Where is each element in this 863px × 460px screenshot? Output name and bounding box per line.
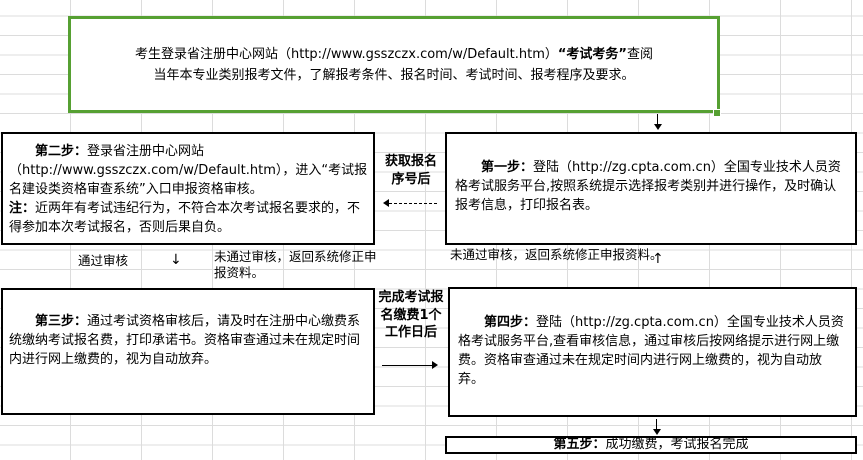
pass-down-arrow-icon: ↓ <box>170 252 182 268</box>
dashed-arrow-left-icon <box>383 199 437 207</box>
fail-review-right-label: 未通过审核，返回系统修正申报资料。 <box>450 247 663 262</box>
intro-line1: 考生登录省注册中心网站（http://www.gsszczx.com/w/Def… <box>71 44 717 65</box>
step1-box[interactable]: 第一步：登陆（http://zg.cpta.com.cn）全国专业技术人员资格考… <box>445 132 857 245</box>
fail-review-left-label: 未通过审核，返回系统修正申报资料。 <box>214 249 377 280</box>
step5-box[interactable]: 第五步：成功缴费，考试报名完成 <box>445 436 857 454</box>
step3-title: 第三步： <box>35 314 88 329</box>
step1-title: 第一步： <box>481 160 534 175</box>
step3-box[interactable]: 第三步：通过考试资格审核后，请及时在注册中心缴费系统缴纳考试报名费，打印承诺书。… <box>1 288 375 415</box>
flow-arrow-down-icon <box>653 114 662 130</box>
step5-body: 成功缴费，考试报名完成 <box>605 437 749 452</box>
step5-title: 第五步： <box>553 437 606 452</box>
resubmit-up-arrow-icon: ↑ <box>652 251 664 267</box>
pay-wait-label: 完成考试报 名缴费1个 工作日后 <box>378 290 444 340</box>
step2-note-body: 近两年有考试违纪行为，不符合本次考试报名要求的，不得参加本次考试报名，否则后果自… <box>9 201 361 235</box>
intro-line1-pre: 考生登录省注册中心网站（http://www.gsszczx.com/w/Def… <box>135 46 558 62</box>
intro-line1-bold: “考试考务” <box>557 46 627 62</box>
step1-body: 登陆（http://zg.cpta.com.cn）全国专业技术人员资格考试服务平… <box>455 160 841 213</box>
flow-arrow-down-icon <box>652 419 661 435</box>
intro-box[interactable]: 考生登录省注册中心网站（http://www.gsszczx.com/w/Def… <box>68 16 720 113</box>
intro-line2: 当年本专业类别报考文件，了解报考条件、报名时间、考试时间、报考程序及要求。 <box>153 67 635 83</box>
step2-box[interactable]: 第二步：登录省注册中心网站（http://www.gsszczx.com/w/D… <box>1 132 375 245</box>
get-number-label: 获取报名 序号后 <box>384 154 437 187</box>
pass-review-label: 通过审核 <box>78 253 129 268</box>
step2-body: 登录省注册中心网站（http://www.gsszczx.com/w/Defau… <box>9 144 368 197</box>
step4-title: 第四步： <box>484 315 537 330</box>
step4-body: 登陆（http://zg.cpta.com.cn）全国专业技术人员资格考试服务平… <box>458 315 844 387</box>
step2-title: 第二步： <box>35 144 88 159</box>
step4-box[interactable]: 第四步：登陆（http://zg.cpta.com.cn）全国专业技术人员资格考… <box>448 287 857 417</box>
intro-line1-post: 查阅 <box>626 46 653 62</box>
selection-handle[interactable] <box>713 109 721 117</box>
step2-note-title: 注： <box>9 201 36 216</box>
solid-arrow-right-icon <box>382 361 438 369</box>
step3-body: 通过考试资格审核后，请及时在注册中心缴费系统缴纳考试报名费，打印承诺书。资格审查… <box>9 314 361 367</box>
